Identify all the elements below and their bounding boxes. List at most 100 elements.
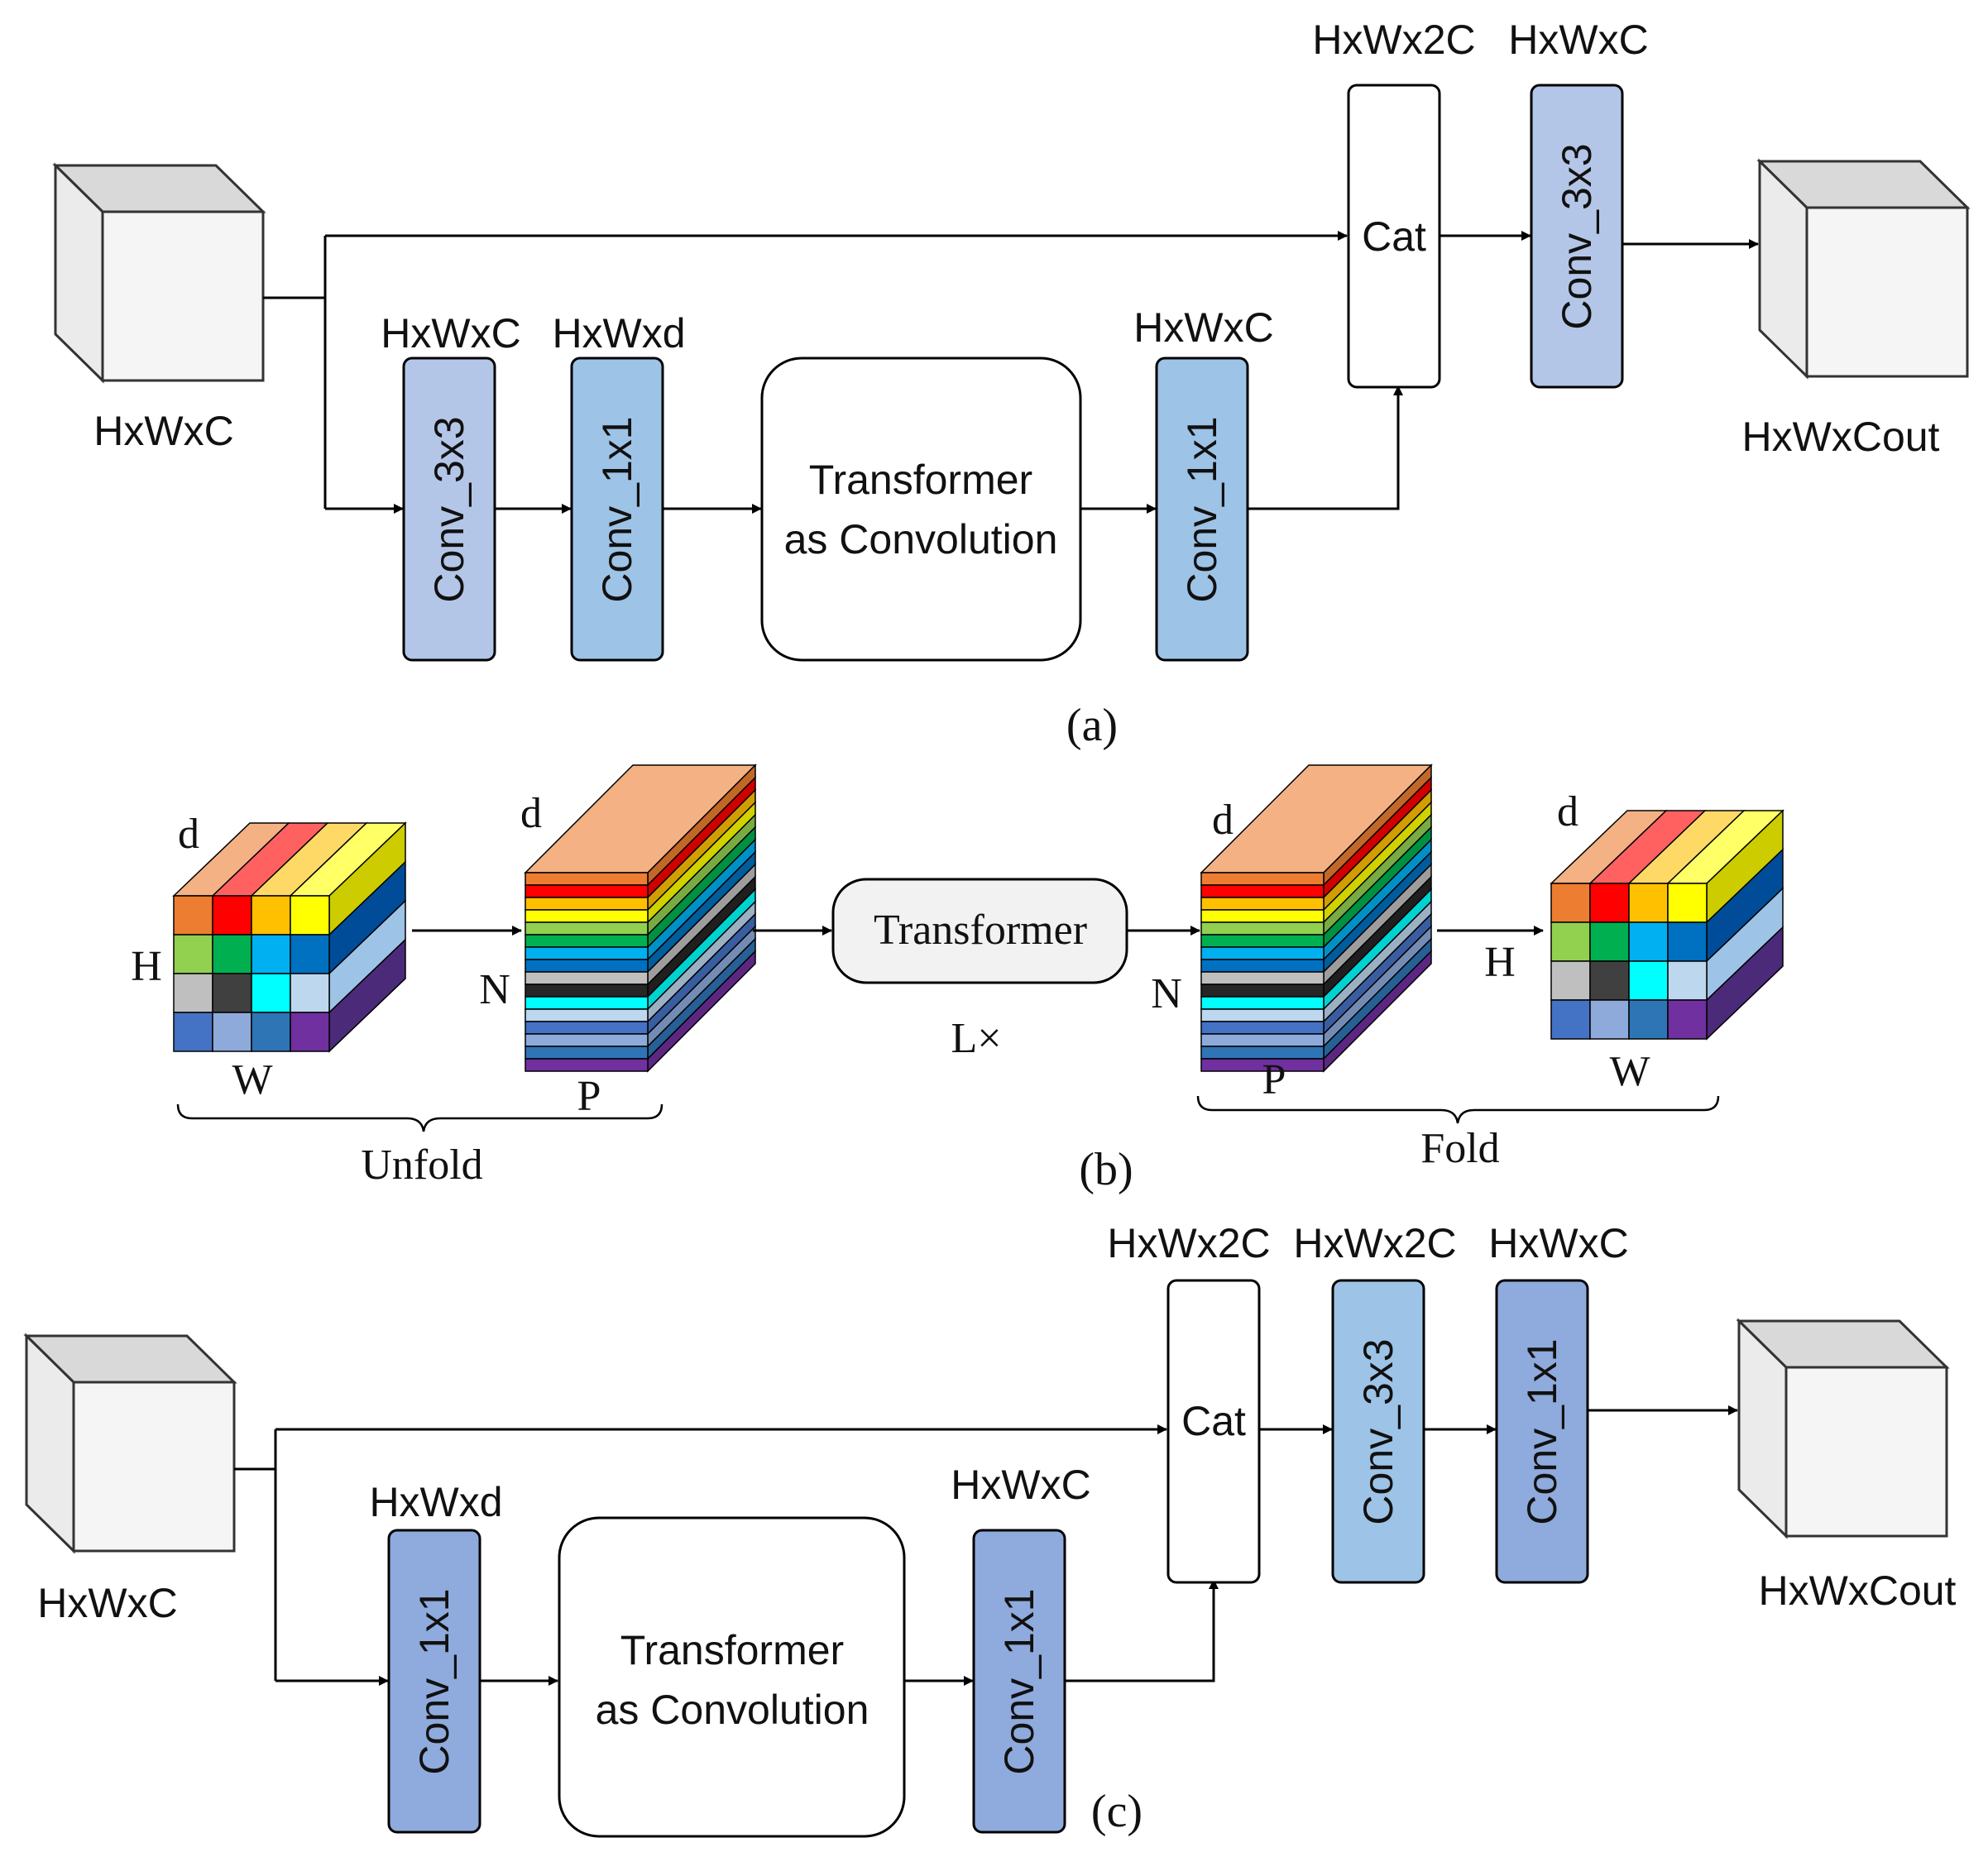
- stack-b1-layer-6: [525, 946, 649, 960]
- cube-b2-cell-2-3: [1667, 960, 1708, 1001]
- cube2-d-label: d: [1557, 788, 1578, 835]
- stack-b1-layer-11: [525, 1008, 649, 1022]
- cube-b2-cell-0-3: [1667, 883, 1708, 923]
- cube-b1-cell-3-2: [251, 1012, 291, 1052]
- cube-b2-cell-1-3: [1667, 921, 1708, 962]
- cat-label-c: Cat: [1181, 1398, 1246, 1444]
- conv1x1-in-block-c: Conv_1x1: [387, 1529, 481, 1834]
- cat-label-a: Cat: [1362, 213, 1426, 260]
- conv1x1-in-block-a: Conv_1x1: [570, 357, 664, 662]
- output-label-c: HxWxCout: [1759, 1567, 1957, 1614]
- transformer-line2-a: as Convolution: [784, 516, 1058, 562]
- connections-a: [263, 231, 1759, 514]
- stack1-d-label: d: [520, 790, 542, 837]
- caption-a: (a): [1066, 700, 1118, 751]
- cube-b1-cell-1-3: [290, 934, 330, 974]
- conv1x1-out-block-c: Conv_1x1: [972, 1529, 1066, 1834]
- stack-b1-layer-12: [525, 1021, 649, 1035]
- conv3x3-block-c: Conv_3x3: [1331, 1279, 1425, 1584]
- caption-c: (c): [1091, 1786, 1143, 1837]
- cat-block-a: Cat: [1347, 84, 1441, 389]
- stack-b1-layer-1: [525, 884, 649, 898]
- transformer-line1-c: Transformer: [620, 1627, 844, 1673]
- cube-b1-cell-1-2: [251, 934, 291, 974]
- cube-b2-cell-3-1: [1589, 999, 1630, 1040]
- cube-b1-cell-1-1: [212, 934, 252, 974]
- stack-b1-layer-9: [525, 984, 649, 998]
- cube-b2-cell-2-0: [1550, 960, 1591, 1001]
- stack-b1-layer-0: [525, 872, 649, 886]
- stack-b2-layer-12: [1200, 1021, 1325, 1035]
- stack-b1-layer-3: [525, 909, 649, 923]
- cat-block-c: Cat: [1166, 1279, 1261, 1584]
- transformer-line2-c: as Convolution: [596, 1687, 869, 1733]
- stack-b2-layer-5: [1200, 934, 1325, 948]
- cube-b2-cell-3-0: [1550, 999, 1591, 1040]
- connections-c: [234, 1405, 1738, 1686]
- conv3x3-label-a: Conv_3x3: [426, 416, 472, 602]
- stack2-d-label: d: [1212, 797, 1234, 844]
- conv1x1-in-shape-a: HxWxd: [552, 310, 685, 357]
- conv1x1-out-shape-a: HxWxC: [1133, 304, 1273, 351]
- stack-b1-layer-8: [525, 971, 649, 985]
- cube-b2-cell-1-1: [1589, 921, 1630, 962]
- stack-b1-layer-5: [525, 934, 649, 948]
- cube-b1-cell-2-1: [212, 973, 252, 1013]
- cube-b2-cell-2-1: [1589, 960, 1630, 1001]
- output-cube-c: [1736, 1318, 1950, 1539]
- cat-shape-a: HxWx2C: [1312, 17, 1475, 63]
- repeat-label-b: L×: [951, 1015, 1001, 1062]
- cube-b2-cell-2-2: [1628, 960, 1669, 1001]
- stack-b2-layer-6: [1200, 946, 1325, 960]
- cube-b2-cell-3-2: [1628, 999, 1669, 1040]
- transformer-block-a: Transformer as Convolution: [760, 357, 1082, 662]
- stack-b2-layer-2: [1200, 897, 1325, 911]
- stack-b2-layer-8: [1200, 971, 1325, 985]
- panel-b-cubes: [172, 763, 1784, 1073]
- stack-b2-layer-4: [1200, 921, 1325, 936]
- stack-b2-layer-11: [1200, 1008, 1325, 1022]
- transformer-line1-a: Transformer: [809, 457, 1032, 503]
- stack-b1-layer-13: [525, 1033, 649, 1047]
- cube-b1-cell-0-0: [173, 895, 213, 936]
- cube-b1-cell-2-0: [173, 973, 213, 1013]
- panel-c: HxWxC Conv_1x1 HxWxd Transformer as Conv…: [23, 1220, 1957, 1838]
- input-cube-c: [23, 1333, 237, 1554]
- conv3x3-final-label-a: Conv_3x3: [1554, 143, 1600, 329]
- cube-b2-cell-0-1: [1589, 883, 1630, 923]
- stack-b2-layer-1: [1200, 884, 1325, 898]
- conv3x3-shape-c: HxWx2C: [1293, 1220, 1456, 1266]
- cube-b2-cell-1-2: [1628, 921, 1669, 962]
- stack-b2-layer-13: [1200, 1033, 1325, 1047]
- stack-b1-layer-2: [525, 897, 649, 911]
- fold-brace: [1196, 1095, 1720, 1124]
- cube-b1-cell-0-2: [251, 895, 291, 936]
- stack1-n-label: N: [479, 966, 510, 1013]
- stack-b1-layer-14: [525, 1046, 649, 1060]
- cube-b1-cell-0-3: [290, 895, 330, 936]
- stack2-n-label: N: [1151, 970, 1182, 1017]
- cube-b2-cell-3-3: [1667, 999, 1708, 1040]
- transformer-label-b: Transformer: [874, 907, 1087, 954]
- conv1x1-out-shape-c: HxWxC: [951, 1462, 1090, 1508]
- cat-shape-c: HxWx2C: [1107, 1220, 1270, 1266]
- stack-b1-layer-10: [525, 996, 649, 1010]
- cube-b1-cell-1-0: [173, 934, 213, 974]
- cube-b2-cell-0-0: [1550, 883, 1591, 923]
- cube1-h-label: H: [131, 943, 162, 990]
- conv3x3-shape-a: HxWxC: [381, 310, 520, 357]
- conv1x1-out-block-a: Conv_1x1: [1155, 357, 1249, 662]
- conv3x3-label-c: Conv_3x3: [1355, 1338, 1401, 1524]
- cube-b1-cell-0-1: [212, 895, 252, 936]
- conv3x3-block-a: Conv_3x3: [402, 357, 496, 662]
- input-label-c: HxWxC: [37, 1580, 177, 1626]
- conv1x1-in-shape-c: HxWxd: [369, 1479, 502, 1525]
- conv1x1-final-label-c: Conv_1x1: [1519, 1338, 1565, 1524]
- stack-b2-layer-15: [1200, 1058, 1325, 1072]
- stack-b2-layer-3: [1200, 909, 1325, 923]
- unfold-label: Unfold: [361, 1141, 482, 1189]
- conv3x3-final-shape-a: HxWxC: [1508, 17, 1648, 63]
- stack1-p-label: P: [577, 1073, 601, 1120]
- fold-label: Fold: [1420, 1125, 1499, 1172]
